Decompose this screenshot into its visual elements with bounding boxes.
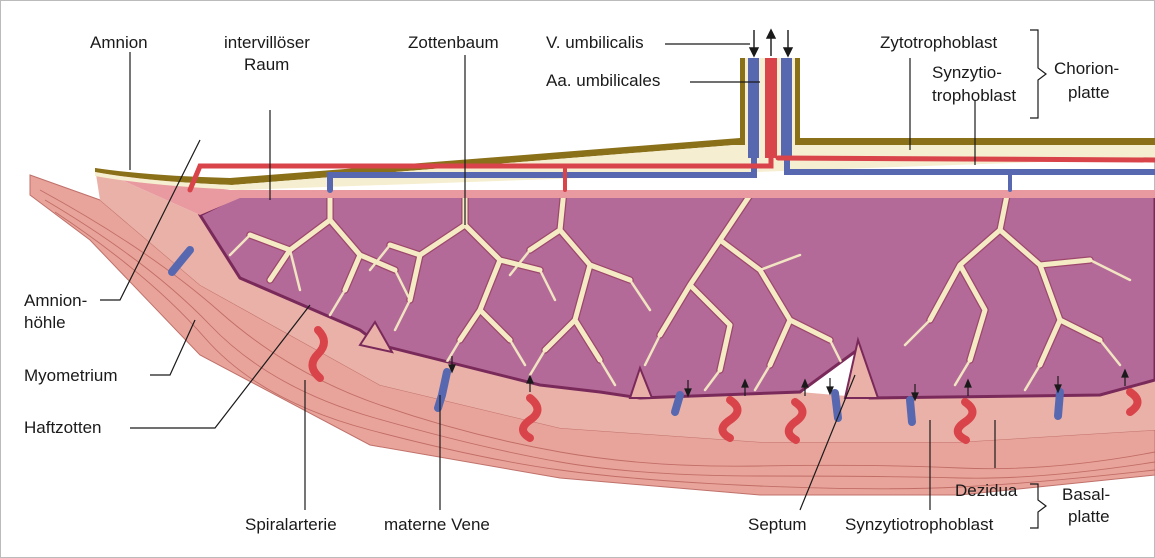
label-synzytiotrophoblast: Synzytiotrophoblast (845, 515, 994, 534)
label-septum: Septum (748, 515, 807, 534)
umbilical-cord (745, 58, 795, 158)
label-dezidua: Dezidua (955, 481, 1018, 500)
label-amnion: Amnion (90, 33, 148, 52)
label-spiralarterie: Spiralarterie (245, 515, 337, 534)
label-basal-2: platte (1068, 507, 1110, 526)
label-amnionhoehle-1: Amnion- (24, 291, 87, 310)
label-chorion-2: platte (1068, 83, 1110, 102)
label-zottenbaum: Zottenbaum (408, 33, 499, 52)
label-synzytio-2: trophoblast (932, 86, 1016, 105)
label-basal-1: Basal- (1062, 485, 1110, 504)
label-myometrium: Myometrium (24, 366, 118, 385)
label-amnionhoehle-2: höhle (24, 313, 66, 332)
label-chorion-1: Chorion- (1054, 59, 1119, 78)
label-haftzotten: Haftzotten (24, 418, 102, 437)
label-intervillous-1: intervillöser (224, 33, 310, 52)
label-materne-vene: materne Vene (384, 515, 490, 534)
chorionplatte-bracket (1030, 30, 1046, 118)
cord-arrows (750, 30, 792, 56)
label-v-umbilicalis: V. umbilicalis (546, 33, 644, 52)
label-synzytio-1: Synzytio- (932, 63, 1002, 82)
label-aa-umbilicales: Aa. umbilicales (546, 71, 660, 90)
label-intervillous-2: Raum (244, 55, 289, 74)
basalplatte-bracket (1030, 484, 1046, 528)
label-zytotrophoblast: Zytotrophoblast (880, 33, 997, 52)
